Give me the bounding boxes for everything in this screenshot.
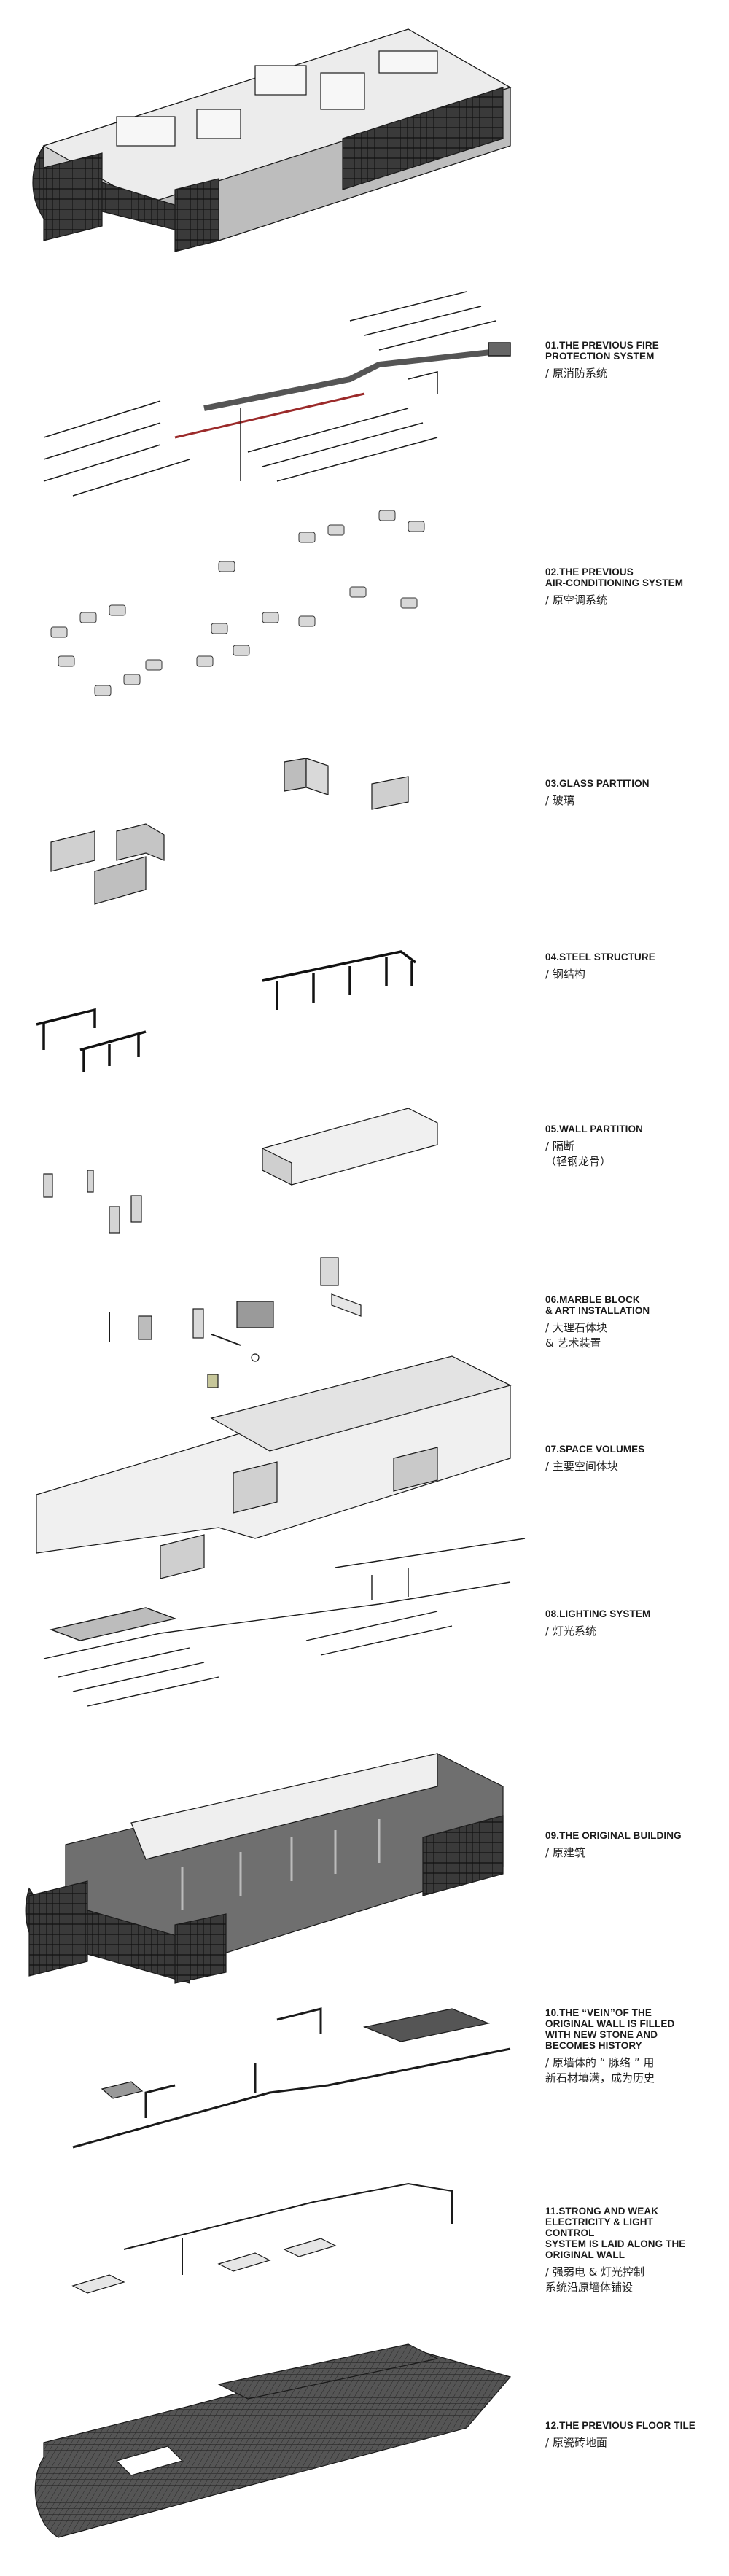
layer-label-07: 07.SPACE VOLUMES / 主要空间体块: [545, 1444, 720, 1474]
layer-11-electricity: [71, 2182, 453, 2294]
layer-title-en: 12.THE PREVIOUS FLOOR TILE: [545, 2420, 695, 2431]
layer-12-floor-tile: [34, 2343, 512, 2538]
layer-title-en: 02.THE PREVIOUS AIR-CONDITIONING SYSTEM: [545, 567, 684, 588]
layer-01-fire-protection: [43, 291, 511, 497]
layer-title-cn: / 原瓷砖地面: [545, 2436, 607, 2449]
layer-title-cn: / 强弱电 & 灯光控制 系统沿原墙体铺设: [545, 2265, 645, 2294]
layer-label-09: 09.THE ORIGINAL BUILDING / 原建筑: [545, 1830, 720, 1861]
layer-title-en: 08.LIGHTING SYSTEM: [545, 1608, 651, 1619]
layer-06-marble-art: [109, 1257, 362, 1388]
layer-05-wall-partition: [43, 1108, 438, 1234]
layer-label-11: 11.STRONG AND WEAK ELECTRICITY & LIGHT C…: [545, 2206, 720, 2295]
layer-title-en: 04.STEEL STRUCTURE: [545, 952, 655, 962]
layer-03-glass-partition: [50, 758, 409, 905]
layer-label-10: 10.THE “VEIN”OF THE ORIGINAL WALL IS FIL…: [545, 2007, 720, 2086]
layer-title-en: 06.MARBLE BLOCK & ART INSTALLATION: [545, 1294, 650, 1316]
layer-title-en: 05.WALL PARTITION: [545, 1124, 643, 1135]
layer-label-03: 03.GLASS PARTITION / 玻璃: [545, 778, 720, 809]
layer-title-en: 01.THE PREVIOUS FIRE PROTECTION SYSTEM: [545, 340, 659, 362]
layer-label-04: 04.STEEL STRUCTURE / 钢结构: [545, 952, 720, 982]
layer-title-cn: / 原空调系统: [545, 594, 607, 607]
layer-07-space-volumes: [36, 1355, 512, 1579]
layer-title-en: 07.SPACE VOLUMES: [545, 1444, 645, 1455]
layer-title-cn: / 主要空间体块: [545, 1460, 618, 1473]
layer-08-lighting: [43, 1538, 526, 1707]
layer-label-08: 08.LIGHTING SYSTEM / 灯光系统: [545, 1608, 720, 1639]
layer-label-06: 06.MARBLE BLOCK & ART INSTALLATION / 大理石…: [545, 1294, 720, 1351]
layer-title-cn: / 钢结构: [545, 968, 585, 981]
layer-10-wall-vein-stone: [72, 2007, 511, 2149]
layer-title-cn: / 玻璃: [545, 794, 574, 807]
assembled-building: [32, 28, 512, 252]
layer-title-cn: / 隔断 （轻钢龙骨）: [545, 1140, 612, 1168]
layer-title-cn: / 原消防系统: [545, 367, 607, 380]
layer-title-cn: / 原墙体的 “ 脉络 ” 用 新石材填满，成为历史: [545, 2056, 655, 2085]
layer-label-01: 01.THE PREVIOUS FIRE PROTECTION SYSTEM /…: [545, 340, 720, 381]
layer-title-en: 03.GLASS PARTITION: [545, 778, 650, 789]
layer-label-12: 12.THE PREVIOUS FLOOR TILE / 原瓷砖地面: [545, 2420, 720, 2451]
layer-title-en: 09.THE ORIGINAL BUILDING: [545, 1830, 682, 1841]
layer-09-original-building: [25, 1753, 504, 1984]
layer-title-en: 11.STRONG AND WEAK ELECTRICITY & LIGHT C…: [545, 2206, 686, 2260]
layer-title-cn: / 原建筑: [545, 1846, 585, 1859]
layer-02-air-conditioning: [50, 510, 425, 696]
layer-title-en: 10.THE “VEIN”OF THE ORIGINAL WALL IS FIL…: [545, 2007, 675, 2051]
layer-title-cn: / 灯光系统: [545, 1624, 596, 1638]
layer-04-steel-structure: [36, 950, 417, 1072]
layer-label-05: 05.WALL PARTITION / 隔断 （轻钢龙骨）: [545, 1124, 720, 1170]
layer-label-02: 02.THE PREVIOUS AIR-CONDITIONING SYSTEM …: [545, 567, 720, 608]
layer-title-cn: / 大理石体块 & 艺术装置: [545, 1321, 607, 1350]
